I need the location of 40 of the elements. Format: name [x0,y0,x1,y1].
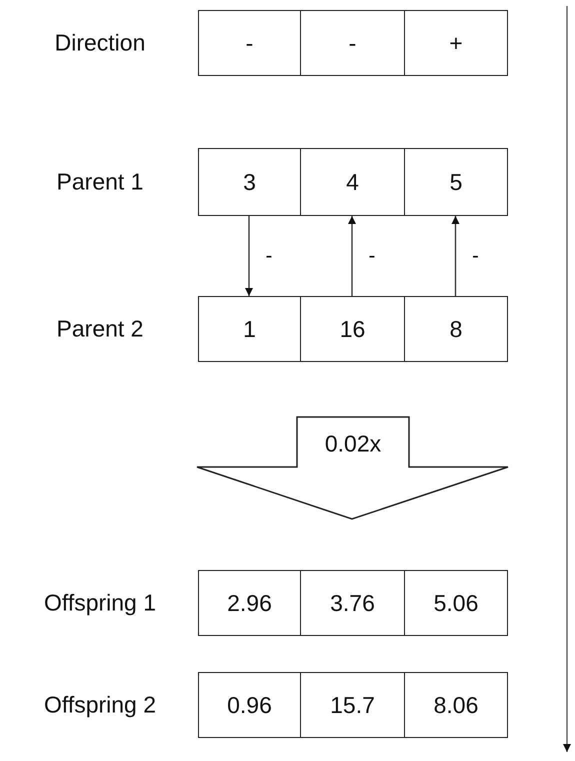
factor-label: 0.02x [324,430,382,458]
table-cell [404,10,508,76]
table-cell [404,672,508,738]
table-cell [300,672,405,738]
cell-value: 1 [243,316,256,342]
cell-value: 5.06 [434,590,478,616]
cell-value: 8 [450,316,462,342]
table-cell [198,570,301,636]
cell-value: 0.96 [227,692,272,718]
table-cell [300,10,405,76]
cell-value: 8.06 [434,692,478,718]
block-arrow [196,416,509,520]
cell-value: 3.76 [330,590,375,616]
table-cell [300,570,405,636]
cell-value: - [348,30,356,56]
row-label: Direction [54,30,146,56]
row-label: Offspring 2 [44,692,156,718]
row-label: Parent 1 [56,168,144,196]
cell-value: 15.7 [330,692,375,718]
cell-value: 4 [346,168,359,196]
arrow [452,216,460,296]
arrow [245,216,253,296]
table-cell [404,296,508,362]
cell-value: 5 [450,168,462,196]
cell-value: 16 [340,316,366,342]
cell-value: - [246,30,254,56]
row-label: Offspring 1 [44,590,156,616]
table-cell [198,296,301,362]
table-cell [404,148,508,216]
table-cell [404,570,508,636]
table-cell [300,148,405,216]
cell-value: + [449,30,463,56]
table-cell [198,672,301,738]
cell-value: 2.96 [227,590,272,616]
cell-value: 3 [243,168,256,196]
table-cell [198,10,301,76]
row-label: Parent 2 [56,316,144,342]
table-cell [198,148,301,216]
table-cell [300,296,405,362]
arrow [348,216,356,296]
